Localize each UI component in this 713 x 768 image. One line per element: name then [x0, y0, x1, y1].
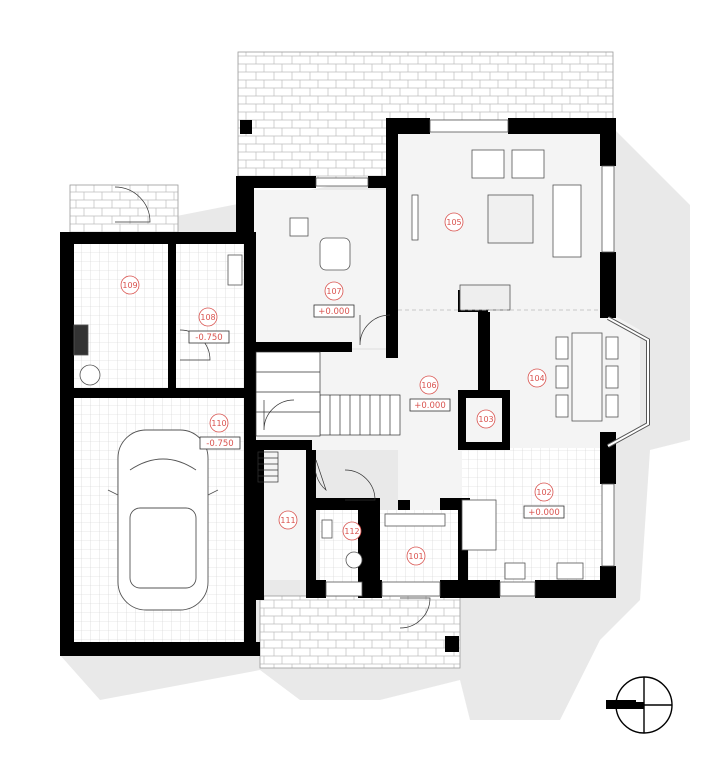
- room-number: 104: [529, 374, 544, 383]
- room-label: 106 +0.000: [409, 375, 451, 412]
- room-number: 112: [344, 527, 359, 536]
- room-label: 111: [278, 510, 298, 530]
- room-label: 112: [342, 521, 362, 541]
- room-labels: 101 102 +0.000 103 104 105 106 +0.000 107 +…: [120, 212, 565, 566]
- room-number: 103: [478, 415, 493, 424]
- desk: [319, 237, 351, 271]
- doors: [114, 186, 600, 629]
- windows: [315, 119, 650, 597]
- room-number: 106: [421, 381, 436, 390]
- sink: [504, 562, 526, 580]
- room-number: 102: [536, 488, 551, 497]
- room-number: 101: [408, 552, 423, 561]
- room-level: +0.000: [318, 307, 349, 317]
- furniture: [73, 149, 619, 580]
- room-label: 107 +0.000: [313, 281, 355, 318]
- wardrobe: [227, 254, 243, 286]
- room-number: 110: [211, 419, 226, 428]
- room-level: -0.750: [195, 333, 222, 343]
- fireplace: [459, 284, 511, 311]
- boiler: [73, 324, 89, 356]
- car: [107, 429, 219, 611]
- room-label: 102 +0.000: [523, 482, 565, 519]
- room-label: 110 -0.750: [199, 413, 241, 450]
- washing-machine: [79, 364, 101, 386]
- room-label: 103: [476, 409, 496, 429]
- office-chair: [289, 217, 309, 237]
- shoe-cabinet: [384, 513, 446, 527]
- room-label: 109: [120, 275, 140, 295]
- armchair-2: [511, 149, 545, 179]
- armchair-1: [471, 149, 505, 179]
- room-label: 105: [444, 212, 464, 232]
- sofa: [552, 184, 582, 258]
- entrance-terrace: [259, 595, 461, 669]
- staircase: [255, 351, 401, 483]
- kitchen-counter: [461, 499, 497, 551]
- washbasin: [321, 519, 333, 539]
- room-label: 108 -0.750: [188, 307, 230, 344]
- north-arrow: [606, 676, 673, 734]
- west-landing: [69, 184, 179, 236]
- room-number: 109: [122, 281, 137, 290]
- stove: [556, 562, 584, 580]
- room-level: -0.750: [206, 439, 233, 449]
- toilet: [345, 551, 363, 569]
- room-level: +0.000: [528, 508, 559, 518]
- tv-unit: [411, 194, 419, 241]
- room-number: 107: [326, 287, 341, 296]
- room-number: 108: [200, 313, 215, 322]
- room-number: 105: [446, 218, 461, 227]
- room-level: +0.000: [414, 401, 445, 411]
- room-number: 111: [280, 516, 295, 525]
- dining-table: [571, 332, 603, 422]
- room-label: 104: [527, 368, 547, 388]
- room-label: 101: [406, 546, 426, 566]
- coffee-table: [487, 194, 534, 244]
